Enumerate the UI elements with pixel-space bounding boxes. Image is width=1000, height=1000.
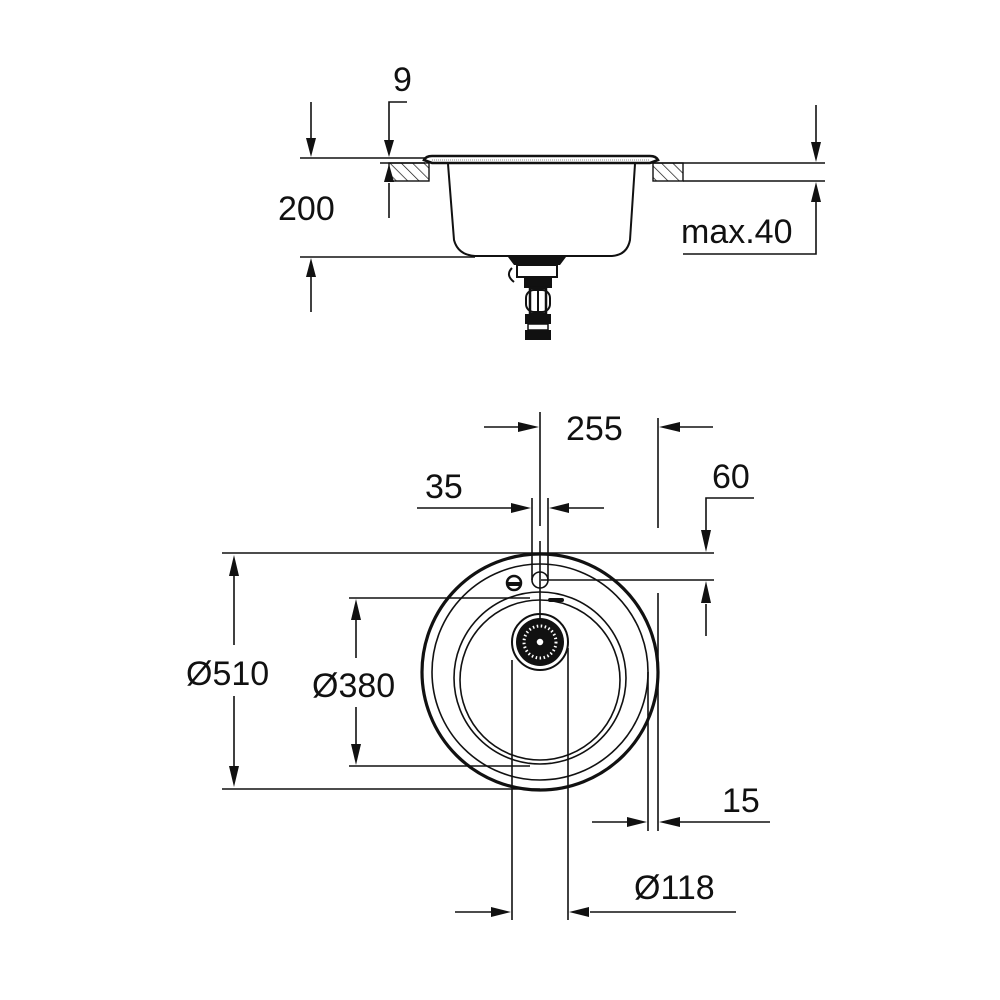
dim-tap-offset-label: 255 [566,410,623,448]
drain-strainer-icon [511,613,569,671]
side-view: 200 9 max.40 [278,61,825,340]
dim-tap-from-edge-label: 60 [712,458,750,496]
dim-rim-thickness-label: 9 [393,61,412,99]
top-view: 255 35 60 Ø510 Ø380 [186,410,770,920]
countertop-section-left [388,162,430,182]
dim-tap-hole-diameter-label: 35 [425,468,463,506]
dim-bowl-depth-label: 200 [278,190,335,228]
countertop-section-right [652,162,684,182]
sink-bowl [447,163,636,257]
dim-drain-diameter-label: Ø118 [634,869,715,907]
overflow-icon [548,598,564,602]
dim-countertop-thickness-label: max.40 [681,213,793,251]
dim-rim-width-label: 15 [722,782,760,820]
dim-bowl-diameter-label: Ø380 [312,667,395,705]
dim-outer-diameter-label: Ø510 [186,655,269,693]
drain-fitting [508,257,566,340]
